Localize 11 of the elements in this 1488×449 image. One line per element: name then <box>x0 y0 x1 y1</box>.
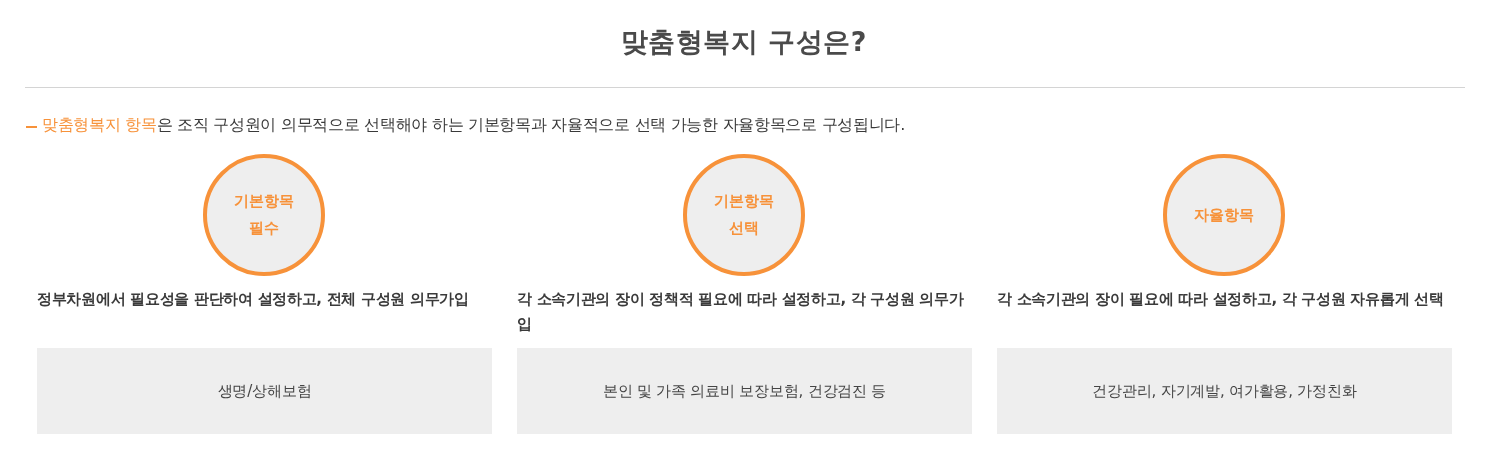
circle-label: 기본항목 필수 <box>233 191 295 239</box>
description-text: 각 소속기관의 장이 필요에 따라 설정하고, 각 구성원 자유롭게 선택 <box>997 289 1445 310</box>
item-text: 건강관리, 자기계발, 여가활용, 가정친화 <box>1092 381 1357 401</box>
description-text: 정부차원에서 필요성을 판단하여 설정하고, 전체 구성원 의무가입 <box>37 289 470 310</box>
intro-text: 맞춤형복지 항목은 조직 구성원이 의무적으로 선택해야 하는 기본항목과 자율적으로 선택 가능한 자율항목으로 구성됩니다. <box>42 115 905 136</box>
circle-label: 자율항목 <box>1194 204 1254 226</box>
description-text: 각 소속기관의 장이 정책적 필요에 따라 설정하고, 각 구성원 의무가입 <box>517 289 965 335</box>
page-title: 맞춤형복지 구성은? <box>620 26 868 57</box>
item-text: 본인 및 가족 의료비 보장보험, 건강검진 등 <box>602 381 887 401</box>
item-text: 생명/상해보험 <box>217 381 312 401</box>
circle-label: 기본항목 선택 <box>713 191 775 239</box>
